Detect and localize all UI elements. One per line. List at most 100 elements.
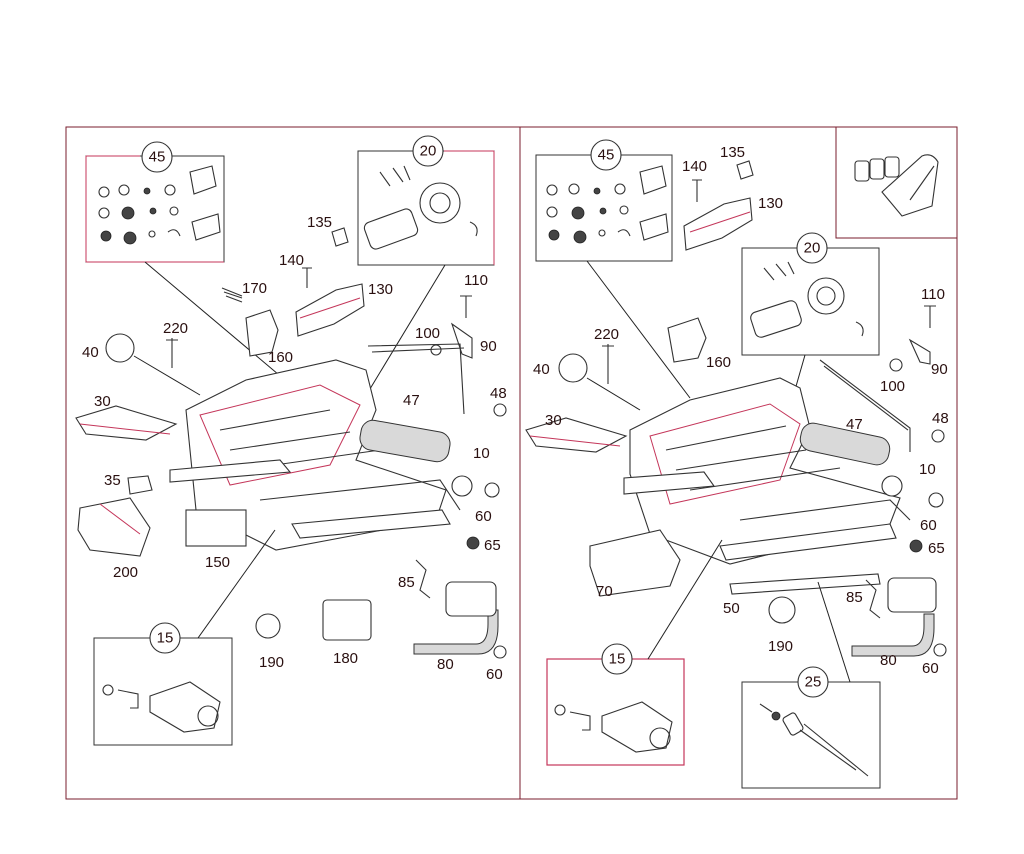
clip-85-right <box>865 579 881 619</box>
label-160: 160 <box>268 349 293 366</box>
rail-50 <box>729 573 881 595</box>
leader-15-right <box>647 539 723 660</box>
label-110-right: 110 <box>921 286 945 303</box>
bolt-170 <box>221 287 243 303</box>
callout-20-right-circle <box>796 232 828 264</box>
label-40: 40 <box>82 344 99 361</box>
nut-100 <box>430 344 442 356</box>
label-47-right: 47 <box>846 416 863 433</box>
label-140-right: 140 <box>682 158 707 175</box>
label-48-right: 48 <box>932 410 949 427</box>
callout-45-right: 45 <box>598 147 615 164</box>
wrench-icon-right <box>558 353 588 383</box>
label-190-right: 190 <box>768 638 793 655</box>
nut-60b <box>493 645 507 659</box>
label-170: 170 <box>242 280 267 297</box>
nut-60b-right <box>933 643 947 657</box>
outer-frame <box>65 126 958 800</box>
right-panel: 45 135 140 130 20 110 100 90 220 40 <box>525 139 949 789</box>
seat-frame <box>169 359 473 551</box>
label-160-right: 160 <box>706 354 731 371</box>
callout-25: 25 <box>805 674 822 691</box>
label-48: 48 <box>490 385 507 402</box>
label-130-right: 130 <box>758 195 783 212</box>
cable-25 <box>759 703 869 777</box>
sensor-190 <box>255 613 281 639</box>
callout-15: 15 <box>157 630 174 647</box>
label-200: 200 <box>113 564 138 581</box>
rod-47 <box>367 343 465 415</box>
fastener-set <box>98 165 221 245</box>
callout-20: 20 <box>420 143 437 160</box>
label-40-right: 40 <box>533 361 550 378</box>
callout-15-right-circle <box>601 643 633 675</box>
label-140: 140 <box>279 252 304 269</box>
label-100-right: 100 <box>880 378 905 395</box>
label-110: 110 <box>464 272 488 289</box>
clip-135-right <box>736 160 754 180</box>
sensor-190-right <box>768 596 796 624</box>
bolt-48 <box>493 403 507 417</box>
left-panel: 45 20 135 140 170 130 110 100 90 220 <box>75 135 507 746</box>
block-35 <box>127 475 153 495</box>
module-70 <box>589 529 681 597</box>
motor-15 <box>102 681 221 733</box>
label-90-right: 90 <box>931 361 948 378</box>
callout-15-right: 15 <box>609 651 626 668</box>
callout-45: 45 <box>149 149 166 166</box>
cover-130-right <box>683 197 753 251</box>
label-80-right: 80 <box>880 652 897 669</box>
callout-25-circle <box>797 666 829 698</box>
screw-140-right <box>692 179 702 202</box>
label-30: 30 <box>94 393 111 410</box>
screw-140 <box>302 267 312 288</box>
bracket-160 <box>245 309 279 357</box>
label-100: 100 <box>415 325 440 342</box>
label-35: 35 <box>104 472 121 489</box>
clip-85 <box>415 559 431 599</box>
cover-130 <box>295 283 365 337</box>
label-10: 10 <box>473 445 490 462</box>
bolt-220 <box>166 338 178 368</box>
nut-60a <box>484 482 500 498</box>
nut-100-right <box>889 358 903 372</box>
label-65-right: 65 <box>928 540 945 557</box>
callout-20-right: 20 <box>804 240 821 257</box>
label-135-right: 135 <box>720 144 745 161</box>
nut-60a-right <box>928 492 944 508</box>
label-10-right: 10 <box>919 461 936 478</box>
label-65: 65 <box>484 537 501 554</box>
wrench-icon <box>105 333 135 363</box>
thumbnail-frame <box>835 126 958 239</box>
label-150: 150 <box>205 554 230 571</box>
tube-80 <box>413 609 499 655</box>
label-50: 50 <box>723 600 740 617</box>
bracket-160-right <box>667 317 707 363</box>
clip-135 <box>331 227 349 247</box>
label-190: 190 <box>259 654 284 671</box>
nut-65 <box>466 536 480 550</box>
mat-30-right <box>525 417 628 453</box>
label-90: 90 <box>480 338 497 355</box>
label-60-b: 60 <box>486 666 503 683</box>
screw-110-right <box>924 305 936 328</box>
label-60-b-right: 60 <box>922 660 939 677</box>
callout-20-circle <box>412 135 444 167</box>
screw-110 <box>460 295 472 318</box>
fastener-set-right <box>546 165 669 244</box>
seat-frame-right <box>623 377 911 565</box>
callout-45-right-circle <box>590 139 622 171</box>
motor-80 <box>445 581 497 617</box>
seat-motor-20 <box>363 165 478 250</box>
label-220: 220 <box>163 320 188 337</box>
label-130: 130 <box>368 281 393 298</box>
rod-47-right <box>819 359 911 452</box>
label-135: 135 <box>307 214 332 231</box>
label-70: 70 <box>596 583 613 600</box>
unit-180 <box>322 599 372 641</box>
cover-200 <box>77 497 151 557</box>
bolt-48-right <box>931 429 945 443</box>
label-85-right: 85 <box>846 589 863 606</box>
leader-45-right <box>586 260 691 399</box>
